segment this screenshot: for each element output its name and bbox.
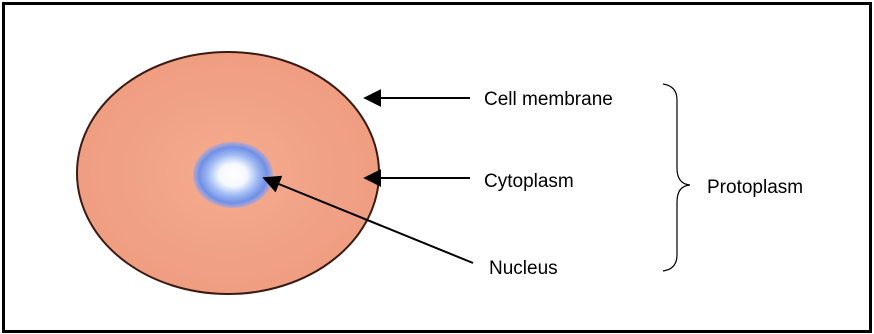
- cell-membrane-label: Cell membrane: [484, 90, 613, 109]
- protoplasm-brace: [663, 84, 690, 271]
- nucleus-label: Nucleus: [489, 259, 558, 278]
- protoplasm-label: Protoplasm: [707, 178, 803, 197]
- nucleus-shape: [193, 142, 273, 208]
- cytoplasm-label: Cytoplasm: [484, 172, 574, 191]
